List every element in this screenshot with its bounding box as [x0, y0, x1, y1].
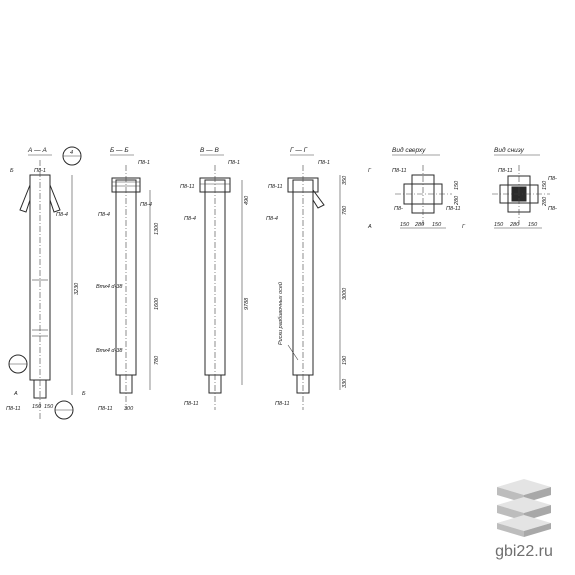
dimension-label: 150	[432, 222, 442, 228]
dimension-label: 780	[154, 355, 160, 365]
mark-label: П8-4	[266, 216, 278, 222]
mark-label: П8-11	[446, 206, 461, 212]
mark-label: П8-1	[228, 160, 240, 166]
mark-label: П8-11	[98, 406, 113, 412]
dimension-label: 3230	[74, 282, 80, 295]
mark-label: П8-11	[6, 406, 21, 412]
mark-label: П8-11	[180, 184, 195, 190]
dimension-label: 280	[509, 222, 520, 228]
dimension-label: 1300	[154, 222, 160, 235]
dimension-label: 150	[454, 180, 460, 190]
watermark-text: gbi22.ru	[495, 543, 553, 560]
dimension-label: 150	[528, 222, 538, 228]
dimension-label: 280	[414, 222, 425, 228]
section-g-g: Г — Г П8-1 П8-11 П8-4 П8-11 Риски разбив…	[266, 147, 348, 410]
section-v-v: В — В П8-1 П8-11 П8-4 П8-11 490 9788	[180, 147, 250, 410]
mark-label: П8-4	[140, 202, 152, 208]
axis-letter: Г	[462, 224, 466, 230]
section-a-a: А — А П8-1 П8-4 П8-11 4 3230 150 150 Б	[6, 146, 86, 420]
dimension-label: 780	[342, 205, 348, 215]
axis-letter: А	[13, 391, 18, 397]
mark-label: П8-11	[184, 401, 199, 407]
mark-label: П8-11	[268, 184, 283, 190]
mark-label: П8-	[394, 206, 403, 212]
mark-label: П8-11	[498, 168, 513, 174]
axis-letter: Г	[368, 168, 372, 174]
view-top-title: Вид сверху	[392, 146, 426, 154]
dimension-label: 9788	[244, 297, 250, 310]
section-g-title: Г — Г	[290, 147, 308, 154]
watermark: gbi22.ru	[479, 477, 569, 569]
mark-label: П8-	[548, 206, 557, 212]
section-b-b: Б — Б П8-1 П8-4 П8-4 Втк4 d-38 Втк4 d-38…	[96, 147, 160, 412]
mark-label: Втк4 d-38	[96, 348, 123, 354]
mark-label: П8-	[548, 176, 557, 182]
mark-label: П8-1	[318, 160, 330, 166]
dimension-label: 150	[400, 222, 410, 228]
section-a-title: А — А	[27, 147, 47, 154]
view-bottom: Вид снизу П8-11 П8- П8- 150 280 150 150 …	[492, 146, 557, 229]
axes-note: Риски разбивочных осей	[277, 282, 284, 345]
axis-letter: Б	[10, 168, 14, 174]
mark-label: П8-4	[56, 212, 68, 218]
axis-letter: А	[367, 224, 372, 230]
dimension-label: 280	[454, 195, 460, 206]
dimension-label: 330	[342, 378, 348, 388]
view-bottom-title: Вид снизу	[494, 146, 525, 154]
dimension-label: 1600	[154, 297, 160, 310]
dimension-label: 350	[342, 175, 348, 185]
mark-label: П8-4	[98, 212, 110, 218]
mark-label: П8-1	[34, 168, 46, 174]
dimension-label: 490	[244, 195, 250, 205]
callout-text: 4	[70, 150, 73, 156]
dimension-label: 3000	[342, 287, 348, 300]
dimension-label: 150	[542, 180, 548, 190]
dimension-label: 300	[124, 406, 134, 412]
dimension-label: 280	[542, 196, 548, 207]
dimension-label: 150	[32, 404, 42, 410]
mark-label: Втк4 d-38	[96, 284, 123, 290]
mark-label: П8-1	[138, 160, 150, 166]
mark-label: П8-4	[184, 216, 196, 222]
dimension-label: 150	[44, 404, 54, 410]
axis-letter: Б	[82, 391, 86, 397]
dimension-label: 150	[494, 222, 504, 228]
mark-label: П8-11	[275, 401, 290, 407]
view-top: Вид сверху П8-11 П8- П8-11 150 280 150 1…	[367, 146, 466, 230]
layered-slabs-icon	[497, 479, 551, 537]
section-v-title: В — В	[200, 147, 219, 154]
dimension-label: 190	[342, 355, 348, 365]
section-b-title: Б — Б	[110, 147, 129, 154]
mark-label: П8-11	[392, 168, 407, 174]
